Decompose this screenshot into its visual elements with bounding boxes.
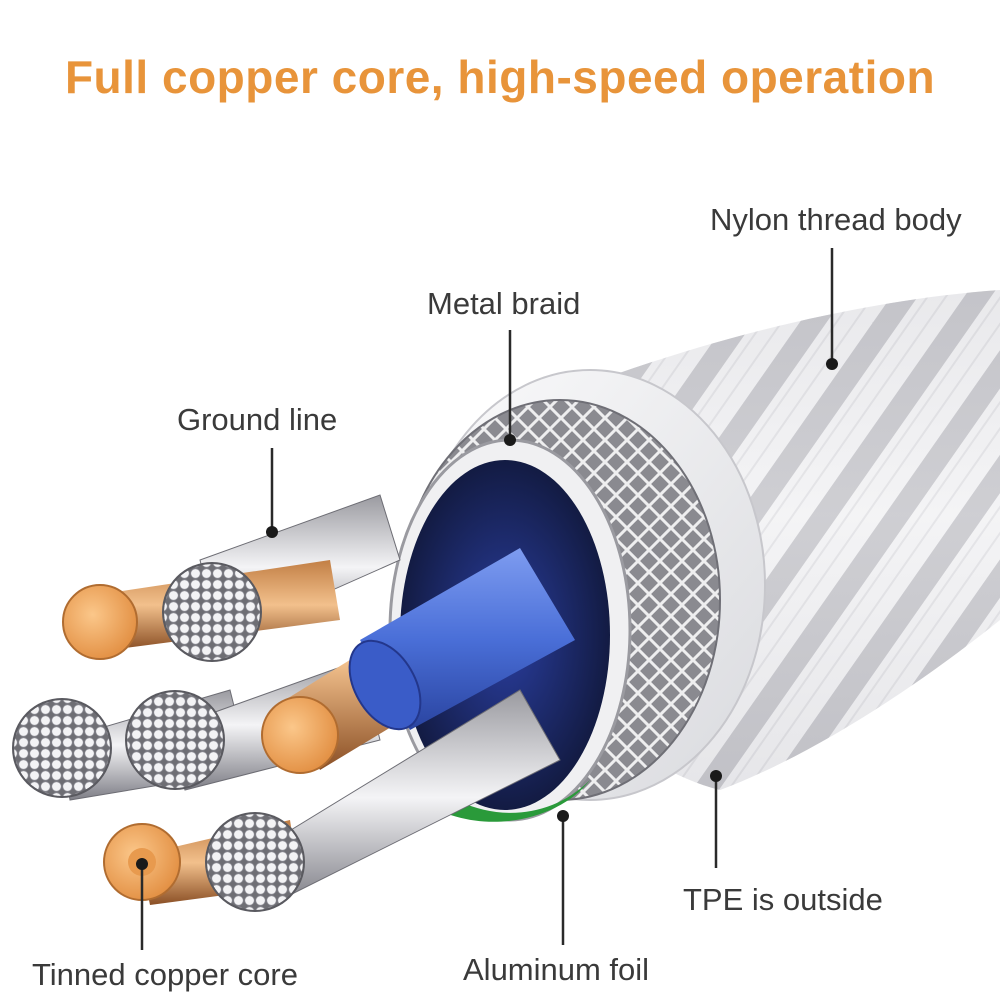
label-tpe-outside: TPE is outside <box>683 882 883 917</box>
strand-bundle-end <box>125 690 225 790</box>
copper-conductor-end <box>261 696 339 774</box>
callout-nylon <box>826 248 838 370</box>
callout-braid <box>504 330 516 446</box>
label-nylon-thread-body: Nylon thread body <box>710 202 962 237</box>
label-metal-braid: Metal braid <box>427 286 580 321</box>
callout-ground <box>266 448 278 538</box>
strand-bundle-end <box>12 698 112 798</box>
headline: Full copper core, high-speed operation <box>64 51 936 103</box>
blue-insulated-conductor <box>261 548 575 774</box>
label-aluminum-foil: Aluminum foil <box>463 952 649 987</box>
label-ground-line: Ground line <box>177 402 337 437</box>
label-tinned-copper-core: Tinned copper core <box>32 957 298 992</box>
callout-tinned <box>136 858 148 950</box>
strand-bundle-end <box>162 562 262 662</box>
copper-conductor-end <box>62 584 138 660</box>
callout-foil <box>557 810 569 945</box>
strand-bundle-end <box>205 812 305 912</box>
callout-tpe <box>710 770 722 868</box>
